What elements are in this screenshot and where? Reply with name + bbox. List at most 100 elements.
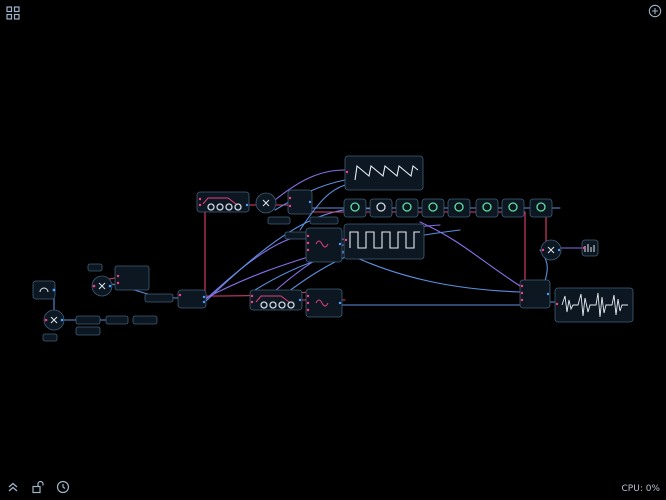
module-knob-7 xyxy=(501,198,525,218)
unlock-icon[interactable] xyxy=(30,479,46,495)
port-in xyxy=(198,197,202,201)
port-in xyxy=(520,291,524,295)
module-knob-5 xyxy=(447,198,471,218)
module-splitter xyxy=(177,289,207,309)
add-module-icon[interactable] xyxy=(648,4,662,18)
port-in xyxy=(44,318,48,322)
knob xyxy=(225,203,233,211)
port-in xyxy=(555,302,559,306)
module-lfo-sine xyxy=(305,288,343,318)
port-out xyxy=(298,298,302,302)
cable xyxy=(419,221,521,287)
module-envelope-b xyxy=(249,289,303,311)
module-knob-3 xyxy=(395,198,419,218)
module-lfo-square xyxy=(305,227,343,263)
port-in xyxy=(116,274,120,278)
port-in xyxy=(541,248,545,252)
module-sequencer-label xyxy=(309,216,339,225)
module-value-a xyxy=(87,263,103,272)
knob xyxy=(482,202,492,212)
clock-icon[interactable] xyxy=(55,479,71,495)
port-in xyxy=(344,238,348,242)
module-value-c xyxy=(75,326,101,336)
port-in xyxy=(178,293,182,297)
knob xyxy=(260,301,268,309)
port-in xyxy=(306,301,310,305)
port-in xyxy=(288,196,292,200)
port-out xyxy=(338,242,342,246)
module-gate xyxy=(287,189,313,215)
scope-waveform-square xyxy=(349,231,420,249)
port-in xyxy=(116,281,120,285)
module-knob-6 xyxy=(475,198,499,218)
module-value-g xyxy=(267,216,291,225)
knob xyxy=(278,301,286,309)
ports[interactable] xyxy=(44,170,586,322)
knobs[interactable] xyxy=(207,202,546,309)
modules[interactable] xyxy=(32,155,634,342)
port-in xyxy=(92,284,96,288)
knob xyxy=(508,202,518,212)
port-out xyxy=(202,295,206,299)
knob xyxy=(234,203,242,211)
module-value-e xyxy=(132,315,158,325)
module-knob-4 xyxy=(421,198,445,218)
port-in xyxy=(198,203,202,207)
cable xyxy=(339,249,523,293)
sine-wave-icon xyxy=(315,240,329,248)
module-glyphs xyxy=(39,164,628,324)
port-in xyxy=(306,241,310,245)
module-value-h xyxy=(284,231,308,240)
knob xyxy=(287,301,295,309)
knob xyxy=(376,202,386,212)
collapse-up-icon[interactable] xyxy=(5,479,21,495)
multiply-icon xyxy=(50,316,58,324)
port-in xyxy=(520,284,524,288)
port-out xyxy=(108,284,112,288)
knob xyxy=(350,202,360,212)
knob xyxy=(454,202,464,212)
module-value-d xyxy=(105,315,129,325)
port-out xyxy=(308,200,312,204)
port-in xyxy=(582,246,586,250)
module-small-out xyxy=(42,333,58,342)
module-mixer xyxy=(114,265,150,291)
port-out xyxy=(245,203,249,207)
module-knob-8 xyxy=(529,198,553,218)
cable xyxy=(299,184,346,231)
knob xyxy=(536,202,546,212)
multiply-icon xyxy=(98,282,106,290)
port-in xyxy=(345,170,349,174)
port-out xyxy=(546,292,550,296)
module-audio-out xyxy=(519,279,551,309)
module-value-f xyxy=(144,293,174,303)
port-out xyxy=(202,300,206,304)
module-knob-2 xyxy=(369,198,393,218)
port-in xyxy=(306,234,310,238)
envelope-shape-icon xyxy=(202,197,237,205)
port-out xyxy=(338,301,342,305)
sine-wave-icon xyxy=(315,299,329,307)
module-scope-square xyxy=(343,223,425,260)
knob xyxy=(402,202,412,212)
port-in xyxy=(250,294,254,298)
knob xyxy=(207,203,215,211)
port-in xyxy=(250,300,254,304)
module-value-b xyxy=(75,315,101,325)
envelope-shape-icon xyxy=(255,295,290,303)
port-in xyxy=(520,298,524,302)
reset-icon xyxy=(39,287,49,293)
knob xyxy=(428,202,438,212)
scope-waveform-top xyxy=(354,164,419,181)
cpu-usage-label: CPU: 0% xyxy=(621,484,660,494)
port-out xyxy=(52,288,56,292)
knob xyxy=(269,301,277,309)
port-out xyxy=(60,318,64,322)
module-oscillator-reset xyxy=(32,280,56,300)
cable xyxy=(274,169,346,201)
knob xyxy=(216,203,224,211)
port-out xyxy=(557,248,561,252)
grid-icon[interactable] xyxy=(5,5,21,21)
multiply-icon xyxy=(262,199,270,207)
